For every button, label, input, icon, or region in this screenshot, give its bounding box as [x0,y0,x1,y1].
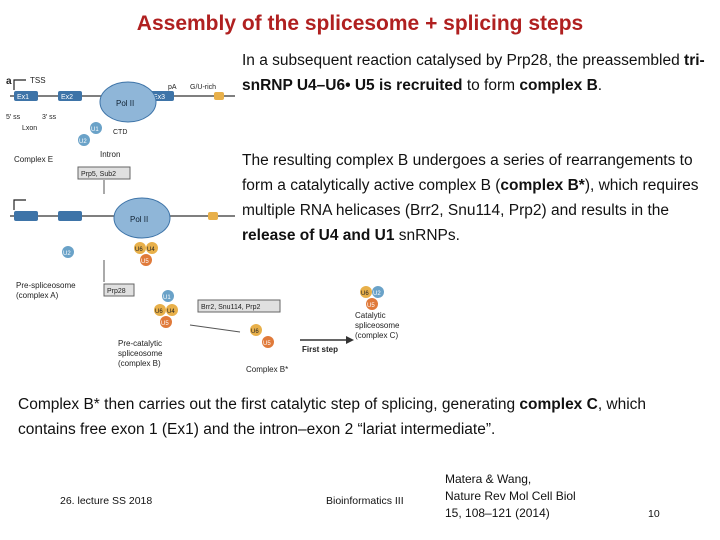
u4-label-a: U4 [147,247,155,253]
exon2-box-b [58,211,82,221]
pol2-label-a: Pol II [116,99,134,108]
complex-c-label: (complex C) [355,331,398,340]
u5-circle-c [262,336,274,348]
page-number: 10 [648,508,660,520]
p1-bold-tri-snrnp: tri-snRNP U4–U6• U5 is recruited [242,52,705,94]
u5-label-b: U5 [161,321,169,327]
p1-text-a: In a subsequent reaction catalysed by Pr… [242,52,685,69]
u6-label-a: U6 [135,247,143,253]
tss-arrow-b [13,199,26,210]
ctd-label: CTD [113,129,127,136]
prp28-label: Prp28 [107,288,126,295]
u6-circle-d [360,286,372,298]
paragraph-complex-c: Complex B* then carries out the first ca… [18,392,708,442]
u6-circle-c [250,324,262,336]
ss3-label: 3′ ss [42,114,57,121]
prp5-box [77,166,131,180]
arrow-b-to-bstar [189,324,241,333]
exon3-label: Ex3 [153,94,165,101]
u4-label-b: U4 [167,309,175,315]
u2-circle-a [78,134,90,146]
precatalytic-label: Pre-catalytic [118,339,162,348]
lexon-label: Lxon [22,125,37,132]
u5-circle-d [366,298,378,310]
p2-bold-release: release of U4 and U1 [242,227,395,244]
u2-label-a: U2 [79,139,87,145]
exon1-box-b [14,211,38,221]
u2-circle-c [372,286,384,298]
p3-text-c: , which contains free exon 1 (Ex1) and t… [18,396,647,438]
exon1-label: Ex1 [17,94,29,101]
catalytic-label: Catalytic [355,311,386,320]
ss5-label: 5′ ss [6,114,21,121]
spliceosome-b-label: spliceosome [118,349,163,358]
u6-circle-a [134,242,146,254]
p2-text-c: ), which requires multiple RNA helicases… [242,177,699,219]
u1-circle-b [162,290,174,302]
p3-text-a: Complex B* then carries out the first ca… [18,396,520,413]
slide-title: Assembly of the splicesome + splicing st… [136,12,584,35]
reference-line-1: Matera & Wang, [445,472,532,486]
pol2-blob-a [99,81,157,123]
p2-text-a: The resulting complex B undergoes a seri… [242,152,693,194]
cap-box-b [208,212,218,220]
u5-label-d: U5 [367,303,375,309]
u4-circle-b [166,304,178,316]
brr2-box [197,299,281,313]
spliceosome-c-label: spliceosome [355,321,400,330]
polya-label: pA [168,84,177,91]
complex-b-label: (complex B) [118,359,161,368]
panel-label: a [6,76,12,87]
u1-label-b: U1 [163,295,171,301]
complex-a-label: (complex A) [16,291,59,300]
u4-circle-a [146,242,158,254]
p1-text-c: to form [462,77,520,94]
p1-bold-complex-b: complex B [519,77,598,94]
first-step-label: First step [302,345,338,354]
u5-label-c: U5 [263,341,271,347]
u6-label-c: U6 [251,329,259,335]
u5-circle-b [160,316,172,328]
p1-text-e: . [597,77,603,94]
reference-line-2: Nature Rev Mol Cell Biol [445,489,576,503]
p2-bold-complex-bstar: complex B* [500,177,585,194]
splicing-figure: a TSS Ex1 Ex2 Ex3 pA G/U-rich 5′ ss 3′ s… [0,70,420,380]
u1-circle [90,122,102,134]
gu-rich-label: G/U-rich [190,84,216,91]
p2-text-e: snRNPs. [394,227,460,244]
first-step-arrowhead [346,336,354,344]
brr2-label: Brr2, Snu114, Prp2 [201,304,261,311]
footer-lecture: 26. lecture SS 2018 [60,495,153,507]
u1-label: U1 [91,127,99,133]
exon2-box [58,91,82,101]
u5-label-a: U5 [141,259,149,265]
u6-label-b: U6 [155,309,163,315]
tss-arrow [13,79,26,90]
pol2-blob-b [113,197,171,239]
complex-e-label: Complex E [14,155,53,164]
footer-reference: Matera & Wang, Nature Rev Mol Cell Biol … [445,471,576,522]
footer-course: Bioinformatics III [326,495,404,507]
complex-bstar-label: Complex B* [246,365,288,374]
u2-label-c: U2 [373,291,381,297]
u5-circle-a [140,254,152,266]
splicing-diagram: a TSS Ex1 Ex2 Ex3 pA G/U-rich 5′ ss 3′ s… [6,76,400,374]
reference-line-3: 15, 108–121 (2014) [445,506,550,520]
u2-circle-b [62,246,74,258]
p3-bold-complex-c: complex C [519,396,598,413]
exon2-label: Ex2 [61,94,73,101]
prp28-box [103,283,135,297]
tss-label: TSS [30,76,46,85]
paragraph-complex-b: In a subsequent reaction catalysed by Pr… [242,48,712,98]
cap-box [214,92,224,100]
u6-label-d: U6 [361,291,369,297]
u6-circle-b [154,304,166,316]
exon1-box [14,91,38,101]
pol2-label-b: Pol II [130,215,148,224]
prespliceosome-label: Pre-spliceosome [16,281,76,290]
prp5-label: Prp5, Sub2 [81,171,116,178]
intron-label: Intron [100,150,120,159]
paragraph-complex-bstar: The resulting complex B undergoes a seri… [242,148,712,248]
u2-label-b: U2 [63,251,71,257]
